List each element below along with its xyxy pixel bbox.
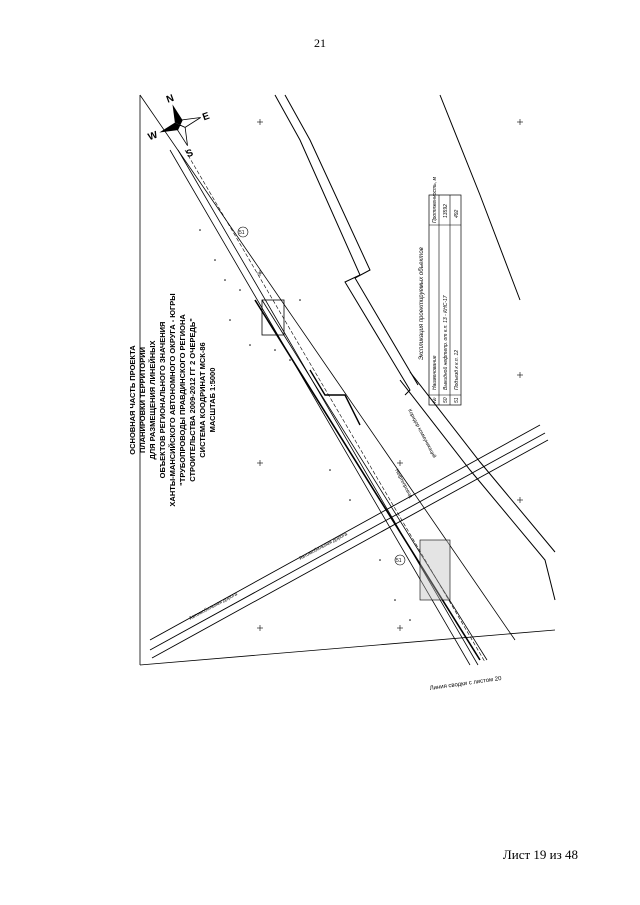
road-label: Коридор коммуникаций (406, 408, 438, 460)
explication-table: Экспликация проектируемых объектов № Наи… (419, 176, 462, 406)
explication-title: Экспликация проектируемых объектов (419, 247, 425, 360)
road-label: Нефтепровод (393, 468, 413, 499)
road-label: Автомобильная дорога (298, 531, 348, 562)
title-line: СТРОИТЕЛЬСТВА 2009-2012 ГГ 2 ОЧЕРЕДЬ" (188, 318, 197, 482)
explication-row-name: Выкидной нефтепр. от к.п. 13 - КНС-17 (442, 295, 449, 390)
object-marker-51: 51 (396, 558, 402, 564)
compass-west-label: W (147, 129, 160, 143)
explication-row-length: 492 (454, 209, 460, 218)
title-line: "ТРУБОПРОВОДЫ ПРАВДИНСКОГО РЕГИОНА (178, 314, 187, 486)
title-line: ДЛЯ РАЗМЕЩЕНИЯ ЛИНЕЙНЫХ (148, 341, 157, 460)
page-number: 21 (314, 36, 326, 50)
explication-row-no: 50 (443, 397, 449, 403)
road-label: Автомобильная дорога (188, 591, 238, 622)
boundary-outline (274, 94, 556, 601)
explication-header-name: Наименование (432, 355, 438, 390)
survey-points (199, 229, 411, 621)
explication-row-no: 51 (454, 397, 460, 403)
crossing-road (149, 424, 549, 659)
grid-crosses (257, 119, 523, 631)
compass-east-label: E (201, 111, 211, 124)
explication-row-name: Подъезд к к.п. 12 (454, 350, 460, 390)
title-line: ПЛАНИРОВКИ ТЕРРИТОРИИ (138, 347, 147, 453)
match-line-label: Линия сводки с листом 20 (429, 676, 502, 692)
pipeline-corridor (169, 149, 488, 666)
title-line: СИСТЕМА КООДРИНАТ МСК-86 (198, 342, 207, 457)
title-line: МАСШТАБ 1:5000 (208, 368, 217, 433)
title-line: ОСНОВНАЯ ЧАСТЬ ПРОЕКТА (128, 345, 137, 455)
sheet-label: Лист 19 из 48 (502, 847, 578, 862)
title-line: ОБЪЕКТОВ РЕГИОНАЛЬНОГО ЗНАЧЕНИЯ (158, 322, 167, 479)
compass-rose: N E S W (147, 93, 212, 160)
title-line: ХАНТЫ-МАНСИЙСКОГО АВТОНОМНОГО ОКРУГА - Ю… (168, 293, 177, 506)
explication-row-length: 13592 (443, 204, 449, 218)
explication-header-no: № (432, 397, 438, 403)
compass-south-label: S (185, 147, 195, 160)
compass-north-label: N (165, 93, 176, 106)
frame-lines (139, 94, 556, 666)
title-block: ОСНОВНАЯ ЧАСТЬ ПРОЕКТА ПЛАНИРОВКИ ТЕРРИТ… (128, 293, 217, 506)
explication-header-length: Протяженность, м (432, 176, 438, 223)
object-marker-51: 51 (239, 230, 245, 236)
